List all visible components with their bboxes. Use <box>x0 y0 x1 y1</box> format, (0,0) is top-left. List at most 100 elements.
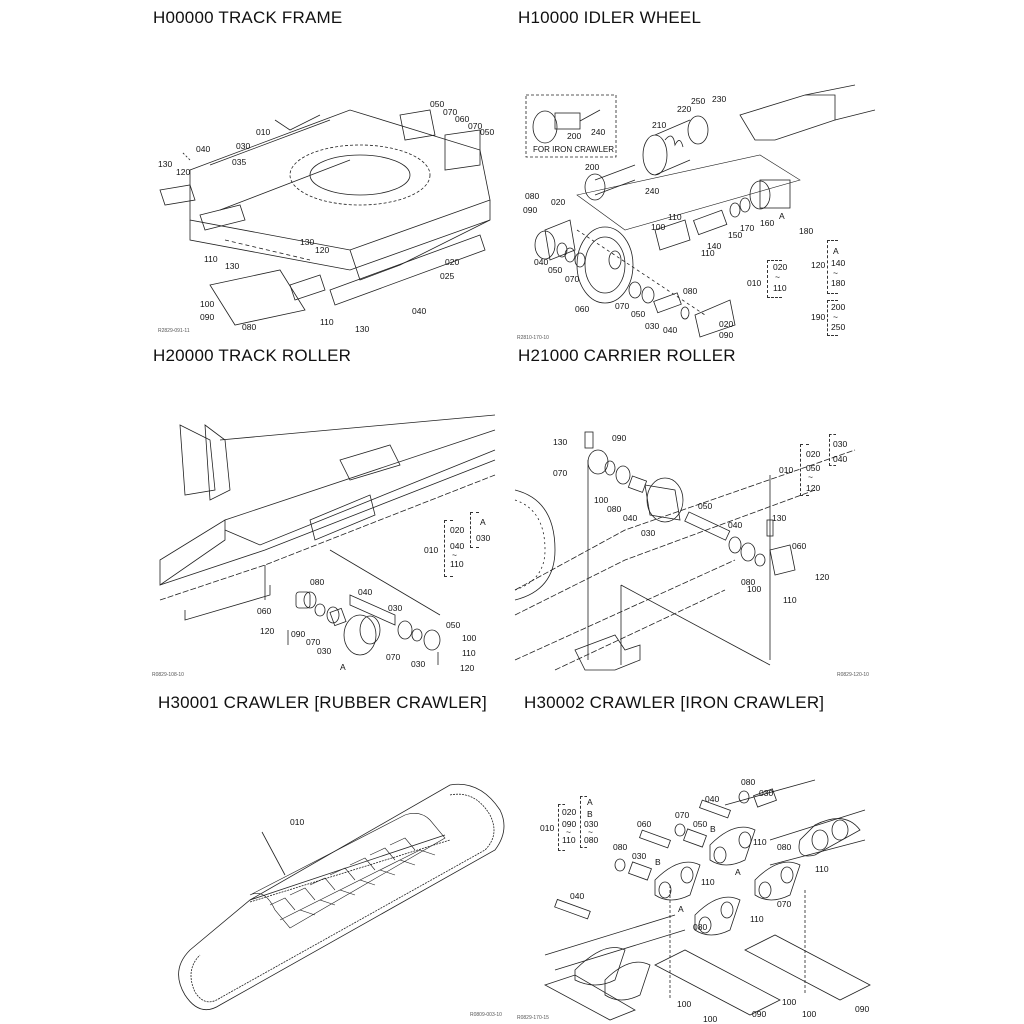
callout-label: 100 <box>677 999 692 1009</box>
group-bracket <box>558 804 565 851</box>
callout-label: 030 <box>236 141 251 151</box>
callout-label: 100 <box>747 584 762 594</box>
callout-label: 240 <box>645 186 660 196</box>
callout-label: 080 <box>777 842 792 852</box>
callout-label: 200 <box>567 131 582 141</box>
callout-label: 110 <box>668 212 682 222</box>
callout-label: 070 <box>306 637 321 647</box>
callout-label: 070 <box>565 274 580 284</box>
group-label: 010 <box>747 278 762 288</box>
callout-label: 070 <box>386 652 401 662</box>
group-range: 140 <box>831 258 846 268</box>
group-range: 040 <box>450 541 465 551</box>
group-range: 020 <box>806 449 821 459</box>
callout-label: 140 <box>707 241 722 251</box>
figure-code: R0829-108-10 <box>152 672 184 678</box>
callout-label: 040 <box>663 325 678 335</box>
callout-label: 110 <box>783 595 797 605</box>
callout-label: A <box>678 904 684 914</box>
callout-label: 070 <box>615 301 630 311</box>
group-range: 200 <box>831 302 846 312</box>
callout-label: 050 <box>693 819 708 829</box>
callout-label: 100 <box>703 1014 718 1024</box>
callout-label: 220 <box>677 104 692 114</box>
callout-label: 040 <box>196 144 211 154</box>
callout-label: 120 <box>176 167 191 177</box>
callout-label: A <box>340 662 346 672</box>
callout-label: 040 <box>534 257 549 267</box>
group-range: A <box>833 246 839 256</box>
callout-label: 130 <box>772 513 787 523</box>
callout-label: 050 <box>548 265 563 275</box>
callout-label: 120 <box>815 572 830 582</box>
section-title-carrier-roller: H21000 CARRIER ROLLER <box>518 346 736 365</box>
callout-label: 060 <box>792 541 807 551</box>
diagram-iron-crawler: 080 030 040 070 050 B 060 110 080 080 03… <box>515 770 875 1024</box>
carrier-roller-drawing <box>514 431 856 671</box>
callout-label: 100 <box>200 299 215 309</box>
callout-label: 150 <box>728 230 743 240</box>
callout-label: 050 <box>446 620 461 630</box>
callout-label: 090 <box>523 205 538 215</box>
group-range: A <box>587 797 593 807</box>
callout-label: 100 <box>782 997 797 1007</box>
callout-label: 020 <box>719 319 734 329</box>
callout-label: 050 <box>430 99 445 109</box>
callout-label: 030 <box>411 659 426 669</box>
callout-label: 060 <box>257 606 272 616</box>
callout-label: 080 <box>525 191 540 201</box>
section-title-iron-crawler: H30002 CRAWLER [IRON CRAWLER] <box>524 693 825 712</box>
callout-label: 110 <box>753 837 767 847</box>
callout-label: 030 <box>317 646 332 656</box>
callout-label: 080 <box>607 504 622 514</box>
callout-label: 070 <box>443 107 458 117</box>
figure-code: R0829-170-15 <box>517 1015 549 1021</box>
group-range: A <box>480 517 486 527</box>
group-bracket <box>827 300 838 336</box>
section-title-rubber-crawler: H30001 CRAWLER [RUBBER CRAWLER] <box>158 693 487 712</box>
figure-code: R2810-170-10 <box>517 335 549 341</box>
callout-label: 030 <box>641 528 656 538</box>
callout-label: 130 <box>300 237 315 247</box>
callout-label: 130 <box>553 437 568 447</box>
group-range: 020 <box>773 262 788 272</box>
callout-label: 110 <box>815 864 829 874</box>
callout-label: 180 <box>799 226 814 236</box>
callout-label: 230 <box>712 94 727 104</box>
callout-label: 050 <box>480 127 495 137</box>
section-title-track-frame: H00000 TRACK FRAME <box>153 8 343 27</box>
diagram-idler-wheel: FOR IRON CRAWLER 200 240 250 230 220 210… <box>515 84 876 345</box>
group-range: 110 <box>773 283 787 293</box>
group-range: ~ <box>566 827 571 837</box>
callout-label: 130 <box>355 324 370 334</box>
callout-label: 090 <box>291 629 306 639</box>
callout-label: 040 <box>570 891 585 901</box>
group-bracket <box>829 434 836 466</box>
group-label: 010 <box>424 545 439 555</box>
rubber-crawler-drawing <box>178 783 505 1011</box>
inset-caption: FOR IRON CRAWLER <box>533 145 615 154</box>
callout-label: 080 <box>310 577 325 587</box>
group-range: 080 <box>584 835 599 845</box>
callout-label: 100 <box>462 633 477 643</box>
callout-label: 160 <box>760 218 775 228</box>
group-range: ~ <box>588 827 593 837</box>
callout-label: 060 <box>455 114 470 124</box>
callout-label: A <box>779 211 785 221</box>
group-range: 110 <box>562 835 576 845</box>
callout-label: 030 <box>645 321 660 331</box>
callout-label: 110 <box>701 877 715 887</box>
group-range: ~ <box>833 312 838 322</box>
callout-label: 130 <box>225 261 240 271</box>
track-roller-drawing <box>159 414 496 665</box>
group-bracket <box>580 796 587 848</box>
diagram-rubber-crawler: 010 R0809-003-10 <box>150 770 510 1024</box>
callout-label: 080 <box>741 777 756 787</box>
iron-crawler-drawing <box>543 779 871 1021</box>
callout-label: 100 <box>651 222 666 232</box>
callout-label: 110 <box>462 648 476 658</box>
diagram-track-roller: 080 040 030 060 120 090 070 030 050 100 … <box>150 414 500 680</box>
diagram-track-frame: 050 070 060 070 050 010 040 030 035 130 … <box>150 90 500 340</box>
group-range: 020 <box>450 525 465 535</box>
callout-label: 120 <box>260 626 275 636</box>
